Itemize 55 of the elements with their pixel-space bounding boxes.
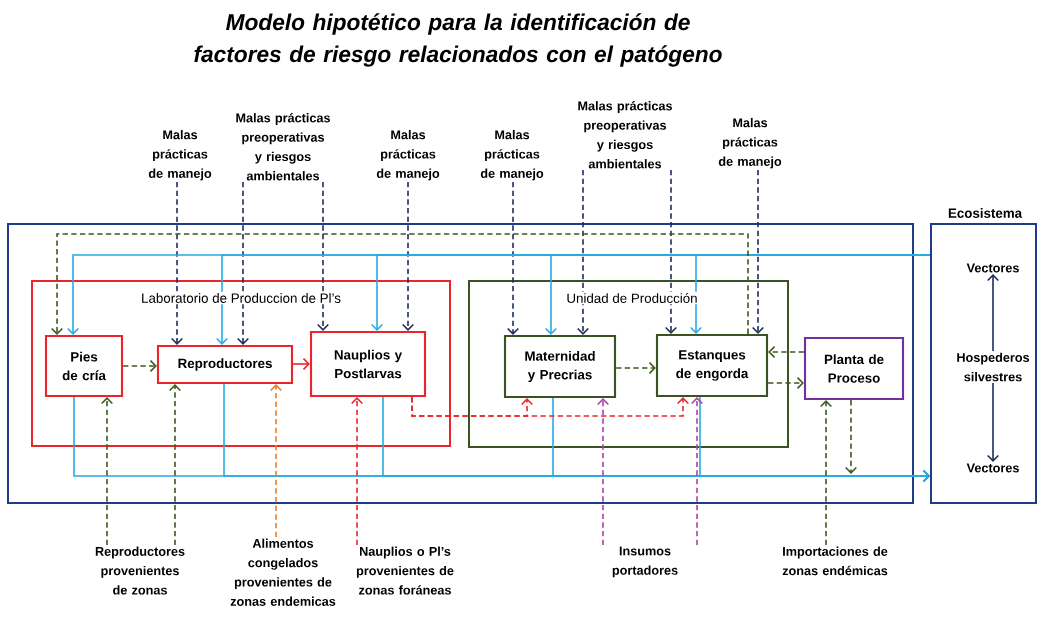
process-box: Nauplios y Postlarvas — [309, 330, 427, 398]
process-box: Maternidad y Precrias — [503, 334, 617, 399]
arrow — [170, 181, 184, 345]
arrow — [819, 400, 833, 546]
group-box — [930, 223, 1037, 504]
source-label: Alimentos congelados provenientes de zonas endemicas — [230, 538, 336, 606]
arrow — [596, 398, 610, 546]
frame-box — [7, 223, 914, 504]
source-label: Nauplios o Pl’s provenientes de zonas foráneas — [356, 546, 454, 595]
arrow — [168, 384, 182, 546]
arrow — [664, 169, 678, 334]
arrow — [401, 181, 415, 331]
source-label: Insumos portadores — [612, 546, 678, 578]
process-box: Pies de cría — [44, 334, 124, 398]
arrow — [411, 396, 690, 417]
arrow — [100, 397, 114, 546]
arrow — [576, 169, 590, 335]
arrow — [122, 359, 157, 373]
arrow — [751, 169, 765, 334]
source-label: Reproductores provenientes de zonas — [95, 546, 185, 595]
group-heading: Laboratorio de Produccion de Pl’s — [139, 291, 343, 305]
arrow — [50, 233, 749, 335]
arrow — [699, 396, 930, 483]
arrow — [844, 399, 858, 474]
process-box: Estanques de engorda — [655, 333, 769, 398]
ecosystem-label: Vectores — [966, 463, 1019, 473]
arrow — [269, 384, 283, 538]
arrow — [768, 345, 805, 359]
group-heading: Ecosistema — [946, 206, 1024, 220]
group-heading: Unidad de Producción — [565, 291, 699, 305]
group-box — [468, 280, 789, 448]
arrow — [236, 181, 250, 345]
source-label: Malas prácticas de manejo — [718, 117, 782, 169]
process-box: Reproductores — [156, 344, 294, 385]
source-label: Malas prácticas de manejo — [376, 129, 440, 181]
source-label: Malas prácticas preoperativas y riesgos ambientales — [578, 101, 672, 169]
arrow — [615, 361, 656, 375]
arrow — [506, 181, 520, 335]
arrow — [986, 274, 1000, 352]
arrow — [767, 376, 804, 390]
title: Modelo hipotético para la identificación de factores de riesgo relacionados con el patógeno — [194, 13, 722, 67]
arrow — [689, 254, 931, 334]
source-label: Malas prácticas de manejo — [480, 129, 544, 181]
arrow — [690, 397, 704, 546]
arrow — [292, 357, 310, 371]
ecosystem-label: Vectores — [966, 263, 1019, 273]
arrow — [986, 382, 1000, 462]
group-box — [31, 280, 451, 447]
ecosystem-label: Hospederos silvestres — [957, 352, 1030, 382]
process-box: Planta de Proceso — [803, 336, 905, 401]
arrow — [316, 181, 330, 331]
source-label: Malas prácticas preoperativas y riesgos ambientales — [236, 113, 330, 181]
source-label: Malas prácticas de manejo — [148, 129, 212, 181]
source-label: Importaciones de zonas endémicas — [782, 546, 888, 576]
arrow — [350, 397, 364, 546]
